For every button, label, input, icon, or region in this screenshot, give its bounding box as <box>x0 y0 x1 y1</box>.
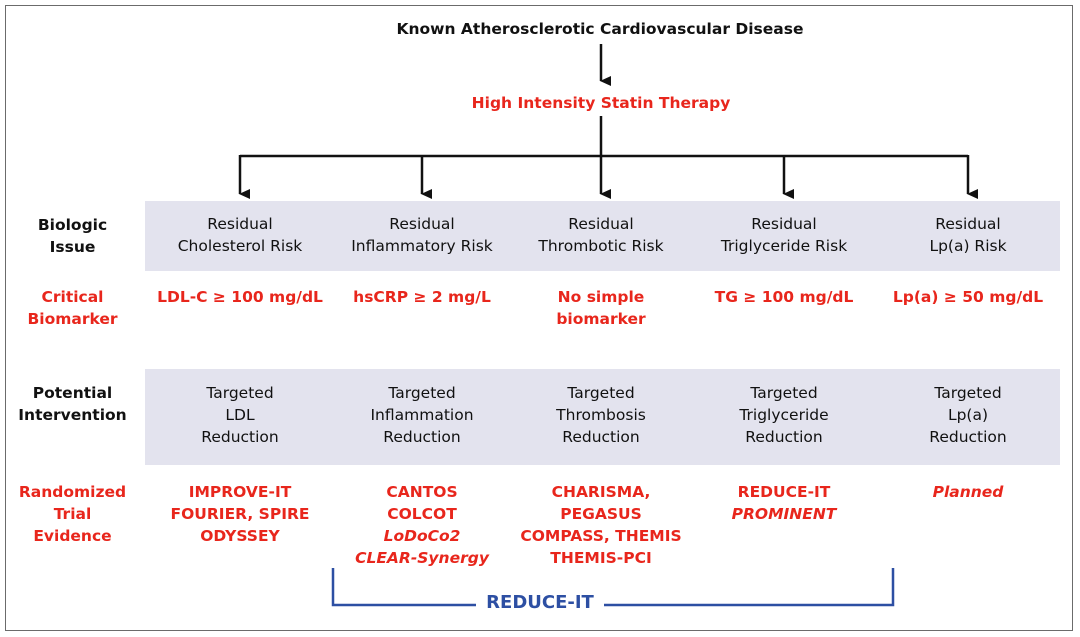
trial-evidence-cell-line: PROMINENT <box>731 505 837 523</box>
biomarker-cell-line: biomarker <box>556 310 646 328</box>
trial-evidence-cell-line: LoDoCo2 <box>383 527 461 545</box>
trial-evidence-cell-4: REDUCE-IT PROMINENT <box>694 481 874 525</box>
biomarker-cell-line: LDL-C ≥ 100 mg/dL <box>157 288 323 306</box>
intervention-cell-line: Targeted <box>567 384 635 402</box>
row-label-line: Critical <box>41 288 104 306</box>
row-label-line: Trial <box>53 505 92 523</box>
biologic-issue-cell-line: Inflammatory Risk <box>351 237 493 255</box>
trial-evidence-cell-1: IMPROVE-IT FOURIER, SPIRE ODYSSEY <box>150 481 330 547</box>
diagram-frame <box>5 5 1073 631</box>
biologic-issue-band <box>145 201 1060 271</box>
intervention-cell-line: Reduction <box>383 428 461 446</box>
intervention-cell-line: Reduction <box>201 428 279 446</box>
biologic-issue-cell-line: Triglyceride Risk <box>720 237 848 255</box>
trial-evidence-cell-5: Planned <box>878 481 1058 503</box>
biomarker-cell-line: hsCRP ≥ 2 mg/L <box>353 288 491 306</box>
intervention-cell-line: Targeted <box>934 384 1002 402</box>
intervention-cell-line: Targeted <box>206 384 274 402</box>
trial-evidence-cell-line: CANTOS <box>386 483 458 501</box>
intervention-cell-line: Inflammation <box>370 406 474 424</box>
trial-evidence-cell-line: Planned <box>932 483 1004 501</box>
biologic-issue-cell-line: Residual <box>935 215 1001 233</box>
reduce-it-bracket <box>331 568 895 607</box>
intervention-cell-line: Reduction <box>929 428 1007 446</box>
intervention-cell-line: Reduction <box>562 428 640 446</box>
trial-evidence-cell-3: CHARISMA, PEGASUS COMPASS, THEMIS THEMIS-P… <box>511 481 691 569</box>
row-label-potential-intervention: Potential Intervention <box>12 382 133 426</box>
row-label-biologic-issue: Biologic Issue <box>15 214 130 258</box>
top-title: Known Atherosclerotic Cardiovascular Dis… <box>396 20 804 38</box>
reduce-it-bracket-label: REDUCE-IT <box>0 592 1080 613</box>
row-label-line: Biomarker <box>27 310 118 328</box>
biologic-issue-cell-line: Residual <box>207 215 273 233</box>
biomarker-cell-4: TG ≥ 100 mg/dL <box>694 286 874 308</box>
therapy-label: High Intensity Statin Therapy <box>471 94 731 112</box>
intervention-cell-line: Triglyceride <box>739 406 829 424</box>
trial-evidence-cell-line: FOURIER, SPIRE <box>170 505 310 523</box>
biologic-issue-cell-line: Thrombotic Risk <box>538 237 664 255</box>
bracket-label-text: REDUCE-IT <box>476 592 604 613</box>
row-label-trial-evidence: Randomized Trial Evidence <box>12 481 133 547</box>
biologic-issue-cell-line: Residual <box>751 215 817 233</box>
biomarker-cell-line: TG ≥ 100 mg/dL <box>714 288 854 306</box>
trial-evidence-cell-line: CHARISMA, PEGASUS <box>551 483 651 523</box>
row-label-line: Issue <box>49 238 96 256</box>
intervention-cell-line: Thrombosis <box>556 406 646 424</box>
trial-evidence-cell-line: COMPASS, THEMIS <box>520 527 682 545</box>
trial-evidence-cell-line: CLEAR-Synergy <box>355 549 489 567</box>
trial-evidence-cell-line: COLCOT <box>387 505 457 523</box>
row-label-line: Randomized <box>18 483 127 501</box>
trial-evidence-cell-line: ODYSSEY <box>200 527 280 545</box>
intervention-cell-line: Targeted <box>750 384 818 402</box>
biomarker-cell-1: LDL-C ≥ 100 mg/dL <box>150 286 330 308</box>
row-label-line: Biologic <box>37 216 108 234</box>
biomarker-cell-5: Lp(a) ≥ 50 mg/dL <box>878 286 1058 308</box>
row-label-critical-biomarker: Critical Biomarker <box>15 286 130 330</box>
trial-evidence-cell-line: IMPROVE-IT <box>188 483 292 501</box>
intervention-cell-line: Reduction <box>745 428 823 446</box>
trial-evidence-cell-line: REDUCE-IT <box>737 483 831 501</box>
biologic-issue-cell-line: Cholesterol Risk <box>177 237 303 255</box>
row-label-line: Evidence <box>33 527 112 545</box>
biologic-issue-cell-line: Residual <box>389 215 455 233</box>
intervention-cell-line: Lp(a) <box>947 406 989 424</box>
row-label-line: Intervention <box>18 406 127 424</box>
biomarker-cell-3: No simple biomarker <box>511 286 691 330</box>
biomarker-cell-line: Lp(a) ≥ 50 mg/dL <box>892 288 1044 306</box>
biomarker-cell-2: hsCRP ≥ 2 mg/L <box>332 286 512 308</box>
intervention-cell-line: LDL <box>225 406 255 424</box>
intervention-cell-line: Targeted <box>388 384 456 402</box>
biologic-issue-cell-line: Residual <box>568 215 634 233</box>
trial-evidence-cell-line: THEMIS-PCI <box>550 549 652 567</box>
intervention-band <box>145 369 1060 465</box>
row-label-line: Potential <box>32 384 113 402</box>
biomarker-cell-line: No simple <box>557 288 645 306</box>
biologic-issue-cell-line: Lp(a) Risk <box>929 237 1007 255</box>
